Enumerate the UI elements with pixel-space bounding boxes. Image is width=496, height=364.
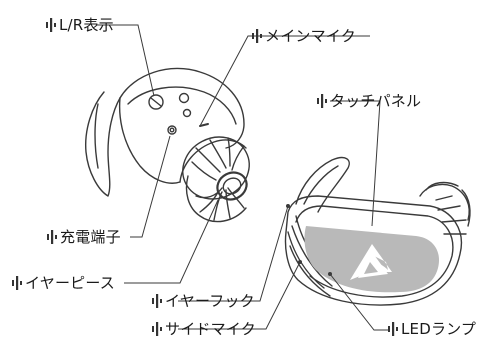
- sound-bars-icon: [152, 322, 162, 336]
- touch-panel-text: タッチパネル: [330, 92, 422, 110]
- right-earbud: [284, 156, 471, 306]
- leader-lines: [96, 24, 388, 331]
- label-main-mic: メインマイク: [252, 27, 356, 45]
- sound-bars-icon: [47, 230, 57, 244]
- lr-indicator-text: L/R表示: [59, 16, 114, 34]
- sound-bars-icon: [252, 29, 262, 43]
- label-side-mic: サイドマイク: [152, 320, 256, 338]
- main-mic-text: メインマイク: [265, 27, 356, 45]
- sound-bars-icon: [388, 322, 398, 336]
- sound-bars-icon: [152, 294, 162, 308]
- ear-hook-text: イヤーフック: [165, 292, 255, 310]
- sound-bars-icon: [317, 94, 327, 108]
- label-ear-piece: イヤーピース: [12, 274, 115, 292]
- label-ear-hook: イヤーフック: [152, 292, 255, 310]
- left-ear-tip: [182, 136, 250, 223]
- sound-bars-icon: [12, 276, 22, 290]
- label-led-lamp: LEDランプ: [388, 320, 476, 338]
- side-mic-text: サイドマイク: [165, 320, 256, 338]
- label-lr-indicator: L/R表示: [46, 16, 114, 34]
- sound-bars-icon: [46, 18, 56, 32]
- led-lamp-text: LEDランプ: [401, 320, 477, 338]
- label-charging-terminal: 充電端子: [47, 228, 121, 246]
- left-earbud: [84, 67, 250, 223]
- charging-terminal-text: 充電端子: [60, 228, 121, 246]
- ear-piece-text: イヤーピース: [25, 274, 116, 292]
- label-touch-panel: タッチパネル: [317, 92, 421, 110]
